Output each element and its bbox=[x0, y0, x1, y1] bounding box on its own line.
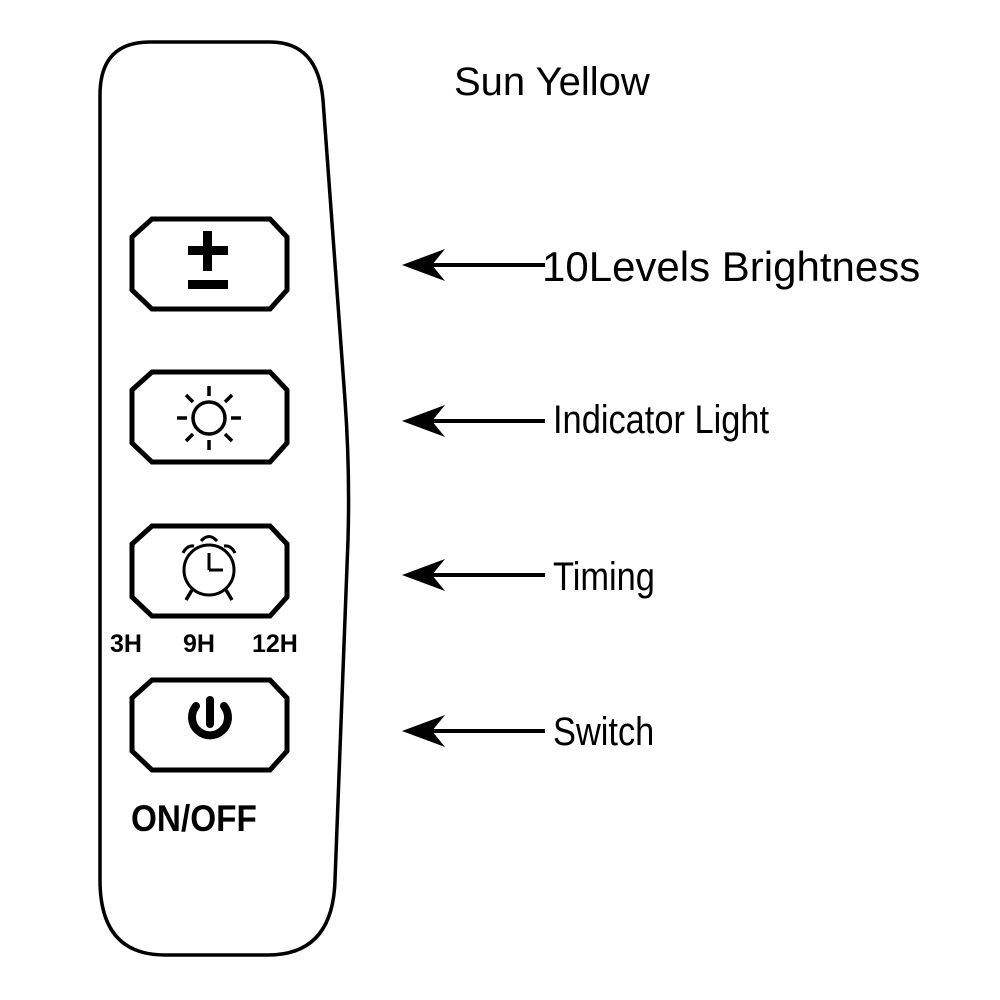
plus-minus-icon bbox=[188, 231, 228, 289]
remote-body bbox=[98, 40, 351, 957]
alarm-clock-icon bbox=[181, 535, 237, 601]
switch-label: Switch bbox=[553, 710, 655, 754]
brightness-label: 10Levels Brightness bbox=[542, 243, 921, 290]
power-label: ON/OFF bbox=[131, 798, 257, 839]
timer-option-3h: 3H bbox=[110, 630, 142, 658]
switch-button[interactable] bbox=[129, 677, 290, 773]
sun-icon bbox=[177, 386, 241, 450]
timer-option-9h: 9H bbox=[183, 630, 215, 658]
power-icon bbox=[188, 696, 232, 740]
left-arrow-icon bbox=[402, 715, 545, 747]
indicator-light-label: Indicator Light bbox=[553, 398, 770, 442]
left-arrow-icon bbox=[402, 405, 545, 437]
left-arrow-icon bbox=[402, 249, 545, 281]
brightness-button[interactable] bbox=[129, 216, 290, 312]
left-arrow-icon bbox=[402, 559, 545, 591]
indicator-light-button[interactable] bbox=[129, 369, 290, 465]
timing-label: Timing bbox=[553, 555, 655, 599]
page-title: Sun Yellow bbox=[454, 60, 650, 104]
timing-button[interactable] bbox=[129, 523, 290, 619]
timer-option-12h: 12H bbox=[252, 630, 298, 658]
